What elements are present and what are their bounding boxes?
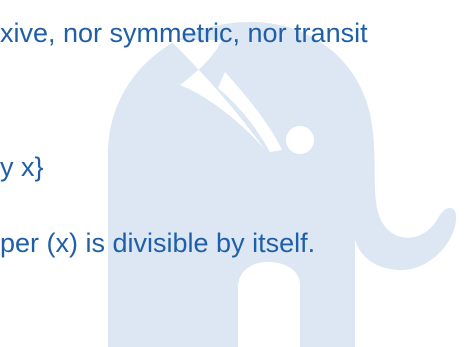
text-line-3: per (x) is divisible by itself. — [0, 228, 316, 258]
text-line-1: xive, nor symmetric, nor transit — [0, 18, 368, 48]
text-line-2: y x} — [0, 152, 44, 182]
